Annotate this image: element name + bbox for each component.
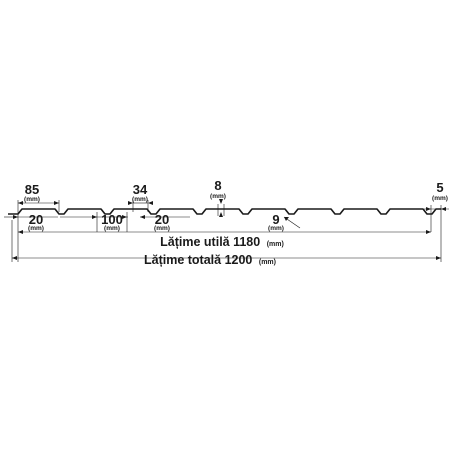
unit-100: (mm) xyxy=(104,225,120,232)
unit-85: (mm) xyxy=(24,196,40,203)
mid-dimension-lines xyxy=(4,216,301,229)
unit-20-right: (mm) xyxy=(154,225,170,232)
sheet-profile xyxy=(8,208,441,215)
unit-20-left: (mm) xyxy=(28,225,44,232)
total-width-label: Lățime totală 1200 (mm) xyxy=(144,253,276,267)
useful-width-text: Lățime utilă 1180 xyxy=(160,235,260,249)
label-34: 34 xyxy=(133,182,148,197)
label-85: 85 xyxy=(25,182,39,197)
svg-text:Lățime utilă 1180 (mm): Lățime utilă 1180 (mm) xyxy=(160,235,284,249)
label-8: 8 xyxy=(214,178,221,193)
label-100: 100 xyxy=(101,212,123,227)
total-width-text: Lățime totală 1200 xyxy=(144,253,252,267)
unit-9: (mm) xyxy=(268,225,284,232)
total-width-unit: (mm) xyxy=(259,259,276,266)
label-20-right: 20 xyxy=(155,212,169,227)
svg-text:Lățime totală 1200 (mm): Lățime totală 1200 (mm) xyxy=(144,253,276,267)
label-5: 5 xyxy=(436,180,443,195)
extension-lines xyxy=(11,200,442,262)
unit-34: (mm) xyxy=(132,196,148,203)
label-9: 9 xyxy=(272,212,279,227)
useful-width-label: Lățime utilă 1180 (mm) xyxy=(160,235,284,249)
top-dimension-lines xyxy=(18,202,449,210)
arrowheads xyxy=(12,199,446,260)
label-20-left: 20 xyxy=(29,212,43,227)
useful-width-unit: (mm) xyxy=(267,241,284,248)
unit-5: (mm) xyxy=(432,195,448,202)
unit-8: (mm) xyxy=(210,193,226,200)
